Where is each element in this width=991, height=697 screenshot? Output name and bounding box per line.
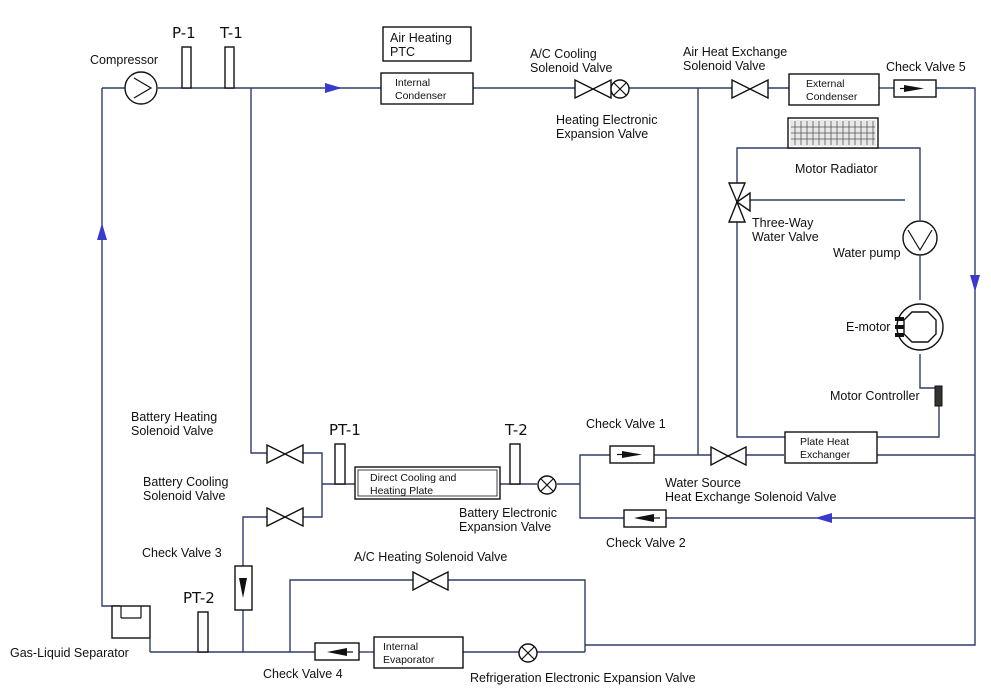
water-pump-icon	[902, 220, 938, 256]
battery-cooling-valve-icon	[266, 506, 304, 528]
pipe-check3-down	[242, 610, 315, 653]
sensor-pt1-icon	[334, 443, 346, 485]
check-valve-3-icon	[234, 565, 253, 611]
flow-arrow-down-right	[970, 275, 980, 292]
pipe-bh-to-plate	[303, 452, 355, 485]
battery-exv-label-2: Expansion Valve	[459, 520, 551, 534]
sensor-pt2-label: PT-2	[183, 589, 215, 607]
sensor-t2-icon	[509, 443, 521, 485]
plate-heat-exchanger-label-2: Exchanger	[800, 449, 851, 461]
sensor-pt1-label: PT-1	[329, 421, 361, 439]
sensor-t1-icon	[224, 46, 235, 89]
coolant-loop-left	[736, 222, 785, 438]
internal-condenser-label-2: Condenser	[395, 90, 447, 102]
gas-liquid-separator-icon	[111, 605, 151, 639]
ac-heating-valve-icon	[412, 570, 449, 592]
motor-controller-label: Motor Controller	[830, 389, 920, 403]
motor-radiator-icon	[787, 117, 879, 149]
direct-cooling-plate-box	[354, 466, 501, 500]
check-valve-5-label: Check Valve 5	[886, 60, 966, 74]
check-valve-4-icon	[314, 642, 360, 661]
check-valve-2-label: Check Valve 2	[606, 536, 686, 550]
check-valve-1-icon	[609, 445, 655, 464]
ac-heating-valve-label: A/C Heating Solenoid Valve	[354, 550, 507, 564]
pipe-bc-left	[242, 516, 267, 566]
air-hx-valve-label-1: Air Heat Exchange	[683, 45, 787, 59]
water-source-valve-label-1: Water Source	[665, 476, 741, 490]
refrigerant-pipes	[101, 87, 976, 653]
air-heating-ptc-label-2: PTC	[390, 45, 415, 59]
external-condenser-label-2: Condenser	[806, 91, 858, 103]
direct-cooling-plate-label-1: Direct Cooling and	[370, 472, 457, 484]
air-hx-valve-label-2: Solenoid Valve	[683, 59, 766, 73]
pipe-left-main	[101, 88, 120, 607]
air-heat-exchange-valve-icon	[731, 78, 769, 100]
battery-expansion-valve-icon	[537, 475, 557, 495]
internal-condenser-label-1: Internal	[395, 77, 430, 89]
water-source-valve-label-2: Heat Exchange Solenoid Valve	[665, 490, 836, 504]
check-valve-4-label: Check Valve 4	[263, 667, 343, 681]
ac-cooling-valve-label-2: Solenoid Valve	[530, 61, 613, 75]
three-way-valve-label-2: Water Valve	[752, 230, 819, 244]
coolant-loop-top	[736, 147, 921, 220]
internal-evaporator-label-1: Internal	[383, 641, 418, 653]
sensor-t1-label: T-1	[219, 24, 243, 42]
internal-condenser-box	[380, 72, 474, 105]
pipe-ac-heating-right	[448, 579, 586, 652]
three-way-water-valve-icon	[727, 182, 751, 223]
check-valve-3-label: Check Valve 3	[142, 546, 222, 560]
plate-heat-exchanger-box	[784, 431, 878, 464]
heating-exv-label-1: Heating Electronic	[556, 113, 657, 127]
flow-arrow-left	[815, 513, 832, 523]
battery-cooling-valve-label-2: Solenoid Valve	[143, 489, 226, 503]
e-motor-label: E-motor	[846, 320, 890, 334]
check-valve-1-label: Check Valve 1	[586, 417, 666, 431]
sensor-p1-label: P-1	[172, 24, 196, 42]
pipe-bc-to-plate	[303, 484, 323, 518]
battery-heating-valve-icon	[266, 443, 304, 465]
flow-arrow-right-top	[325, 83, 342, 93]
pipe-battery-heating-branch	[250, 88, 267, 454]
motor-radiator-label: Motor Radiator	[795, 162, 878, 176]
refrigeration-expansion-valve-icon	[518, 643, 538, 663]
heating-expansion-valve-icon	[610, 79, 630, 99]
pipe-junction-check2	[579, 484, 624, 519]
flow-arrows	[97, 83, 980, 523]
compressor-icon	[124, 71, 158, 105]
air-heating-ptc-label-1: Air Heating	[390, 31, 452, 45]
battery-cooling-valve-label-1: Battery Cooling	[143, 475, 229, 489]
direct-cooling-plate-inner	[357, 469, 498, 497]
sensor-p1-icon	[181, 46, 192, 89]
check-valve-2-icon	[623, 509, 667, 528]
ac-cooling-valve-label-1: A/C Cooling	[530, 47, 597, 61]
check-valve-5-icon	[893, 79, 937, 98]
plate-heat-exchanger-label-1: Plate Heat	[800, 436, 849, 448]
external-condenser-label-1: External	[806, 78, 845, 90]
internal-evaporator-box	[373, 636, 464, 669]
pipe-right-main	[585, 87, 976, 646]
compressor-label: Compressor	[90, 53, 158, 67]
battery-heating-valve-label-2: Solenoid Valve	[131, 424, 214, 438]
motor-controller-icon	[934, 385, 943, 407]
refrigeration-exv-label: Refrigeration Electronic Expansion Valve	[470, 671, 696, 685]
pipe-junction-check1	[579, 454, 610, 484]
heating-exv-label-2: Expansion Valve	[556, 127, 648, 141]
direct-cooling-plate-label-2: Heating Plate	[370, 485, 433, 497]
battery-heating-valve-label-1: Battery Heating	[131, 410, 217, 424]
water-pump-label: Water pump	[833, 246, 901, 260]
ac-cooling-solenoid-valve-icon	[574, 78, 612, 100]
water-source-valve-icon	[710, 445, 747, 467]
external-condenser-box	[788, 73, 880, 106]
gas-liquid-separator-label: Gas-Liquid Separator	[10, 646, 129, 660]
air-heating-ptc-box	[382, 26, 472, 62]
sensor-pt2-icon	[197, 611, 209, 653]
internal-evaporator-label-2: Evaporator	[383, 654, 435, 666]
flow-arrow-up	[97, 223, 107, 240]
e-motor-icon	[895, 303, 944, 351]
pipe-ac-heating-loop	[289, 579, 413, 652]
sensor-t2-label: T-2	[504, 421, 528, 439]
three-way-valve-label-1: Three-Way	[752, 216, 814, 230]
battery-exv-label-1: Battery Electronic	[459, 506, 557, 520]
